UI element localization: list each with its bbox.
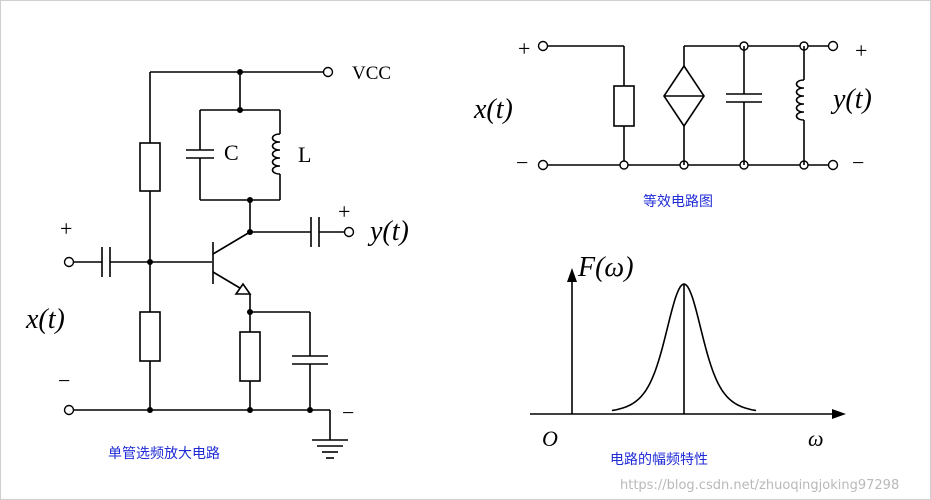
vcc-label: VCC xyxy=(352,63,391,84)
response-curve xyxy=(611,283,757,412)
watermark-url: https://blog.csdn.net/zhuoqingjoking9729… xyxy=(620,478,899,493)
resistor-re xyxy=(239,331,261,382)
eq-output-label-yt: y(t) xyxy=(830,84,872,115)
ground-symbol-icon xyxy=(312,439,348,459)
selective-amplifier-circuit: VCC C L xyxy=(25,63,409,462)
ground-dot xyxy=(307,407,313,413)
emitter-arrow-icon xyxy=(234,282,252,295)
eq-input-plus-sign: + xyxy=(518,36,530,61)
frequency-response-plot: F(ω) ω O 电路的幅频特性 xyxy=(530,252,846,468)
tank-inductor-coil xyxy=(271,133,281,175)
response-caption: 电路的幅频特性 xyxy=(610,452,708,468)
eq-input-label-xt: x(t) xyxy=(473,94,513,125)
tank-inductor-label: L xyxy=(298,142,311,167)
input-label-xt: x(t) xyxy=(25,304,65,335)
output-terminal xyxy=(343,226,355,238)
response-ylabel: F(ω) xyxy=(577,252,634,283)
eq-output-minus-sign: − xyxy=(852,150,864,175)
eq-output-bottom-terminal xyxy=(827,159,839,171)
eq-input-resistor xyxy=(613,85,635,127)
output-label-yt: y(t) xyxy=(367,216,409,247)
input-terminal xyxy=(63,256,75,268)
vcc-terminal xyxy=(322,66,334,78)
tank-capacitor-label: C xyxy=(224,140,239,165)
x-axis-arrow-icon xyxy=(832,409,846,419)
input-minus-sign: − xyxy=(58,368,70,393)
resistor-r2 xyxy=(139,311,161,362)
output-plus-sign: + xyxy=(338,199,350,224)
input-ground-terminal xyxy=(63,404,75,416)
transistor-collector-leg xyxy=(212,231,251,255)
input-plus-sign: + xyxy=(60,216,72,241)
equivalent-circuit: + x(t) − + y(t) − 等效电路图 xyxy=(473,36,872,210)
ground-dot xyxy=(147,407,153,413)
left-circuit-caption: 单管选频放大电路 xyxy=(108,446,220,462)
eq-input-bottom-terminal xyxy=(537,159,549,171)
y-axis-arrow-icon xyxy=(567,268,577,282)
eq-output-top-terminal xyxy=(827,40,839,52)
ground-dot xyxy=(247,407,253,413)
response-xlabel: ω xyxy=(808,426,824,451)
resistor-r1 xyxy=(139,142,161,192)
eq-node xyxy=(619,160,629,170)
eq-inductor-coil xyxy=(795,79,805,121)
eq-input-top-terminal xyxy=(537,40,549,52)
response-origin-label: O xyxy=(542,426,558,451)
eq-input-minus-sign: − xyxy=(516,150,528,175)
output-minus-sign: − xyxy=(342,400,354,425)
eq-output-plus-sign: + xyxy=(855,38,867,63)
eq-circuit-caption: 等效电路图 xyxy=(643,193,713,210)
